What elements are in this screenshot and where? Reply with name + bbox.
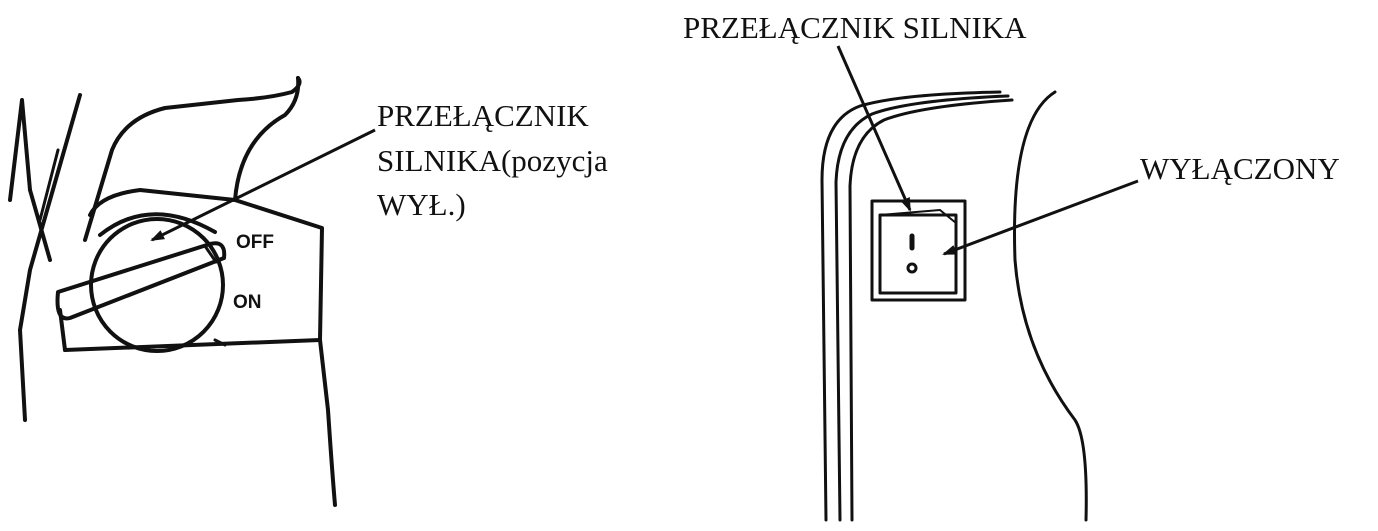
left-callout-arrow <box>150 128 376 242</box>
right-side-callout-arrow <box>942 179 1139 256</box>
right-figure-housing <box>820 90 1088 522</box>
left-figure-engine-body <box>8 76 337 507</box>
left-callout-line3: WYŁ.) <box>377 187 466 222</box>
left-callout-line2: SILNIKA(pozycja <box>377 143 608 178</box>
right-top-callout: PRZEŁĄCZNIK SILNIKA <box>683 10 1027 45</box>
rotary-switch-dial <box>89 212 225 353</box>
right-top-callout-arrow <box>836 45 912 212</box>
left-callout-line1: PRZEŁĄCZNIK <box>377 98 589 133</box>
right-side-callout: WYŁĄCZONY <box>1140 151 1340 186</box>
off-marking: OFF <box>236 232 274 253</box>
rocker-off-symbol <box>906 262 918 274</box>
rocker-switch <box>870 199 967 302</box>
on-marking: ON <box>233 292 262 313</box>
rotary-switch-lever <box>55 241 227 321</box>
